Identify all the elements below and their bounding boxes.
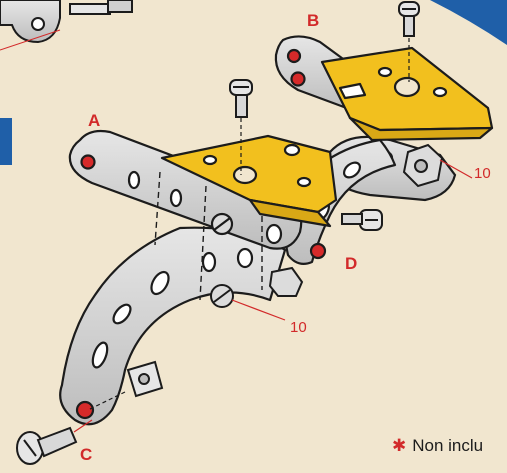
label-a: A: [88, 111, 101, 130]
curved-strip-d: [284, 138, 397, 265]
strip-a-fold-line-1: [154, 171, 161, 246]
leader-10-right: [439, 159, 473, 179]
strip-a: [68, 129, 303, 250]
label-b: B: [307, 11, 320, 30]
asterisk-icon: ✱: [392, 436, 407, 455]
nut-c: [126, 360, 164, 398]
bracket-yellow-left: [160, 134, 338, 228]
screw-middle: [210, 284, 234, 308]
leader-c: [73, 419, 93, 433]
nut-right: [402, 143, 444, 188]
nut-d: [268, 266, 304, 297]
blue-frame-top-right: [430, 0, 507, 45]
screw-d-right: [341, 209, 383, 231]
top-left-guide-line: [0, 29, 61, 51]
blue-frame-left: [0, 118, 12, 165]
bracket-yellow-right: [320, 46, 494, 142]
screw-c: [16, 426, 78, 465]
footnote-text: Non inclu: [412, 436, 484, 455]
screw-top-left: [229, 79, 253, 118]
leader-10-lower: [231, 299, 286, 321]
screw-top-right: [398, 1, 420, 37]
footnote: ✱ Non inclu: [392, 437, 483, 454]
label-10-right: 10: [474, 165, 491, 182]
top-left-bracket: [0, 0, 133, 44]
curved-strip-c: [59, 226, 287, 426]
label-10-lower: 10: [290, 319, 307, 336]
label-d: D: [345, 254, 358, 273]
strip-a-fold-line-2: [199, 185, 207, 301]
label-c: C: [80, 445, 93, 464]
